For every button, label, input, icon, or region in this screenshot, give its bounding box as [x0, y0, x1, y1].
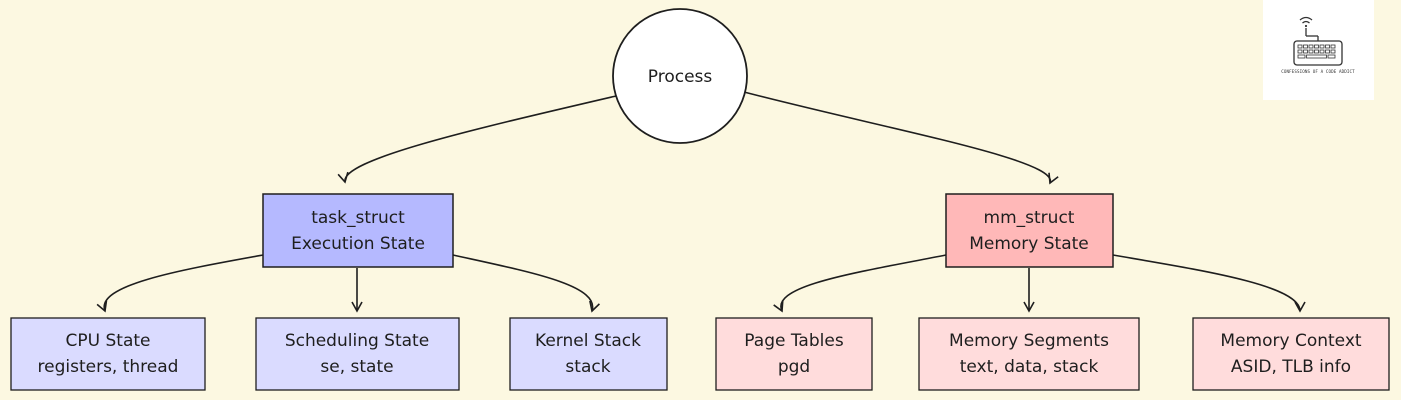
task-struct-node: task_struct Execution State	[262, 193, 454, 268]
page-tables-detail: pgd	[778, 357, 810, 377]
arrow-process-to-mm-struct	[743, 91, 1059, 185]
cpu-state-title: CPU State	[66, 331, 151, 351]
mm-struct-title: mm_struct	[984, 208, 1075, 228]
mm-struct-node: mm_struct Memory State	[945, 193, 1114, 268]
memory-context-box	[1192, 317, 1390, 391]
process-label: Process	[648, 67, 713, 87]
page-tables-box	[715, 317, 873, 391]
memory-context-title: Memory Context	[1220, 331, 1361, 351]
process-circle	[612, 8, 748, 144]
page-tables-node: Page Tables pgd	[715, 317, 873, 391]
memory-segments-node: Memory Segments text, data, stack	[918, 317, 1140, 391]
scheduling-state-node: Scheduling State se, state	[255, 317, 460, 391]
cpu-state-node: CPU State registers, thread	[10, 317, 206, 391]
arrow-process-to-task-struct	[337, 95, 617, 184]
cpu-state-detail: registers, thread	[38, 357, 179, 377]
kernel-stack-detail: stack	[565, 357, 610, 377]
scheduling-state-box	[255, 317, 460, 391]
arrow-mm-to-memory-context	[1112, 254, 1306, 313]
memory-context-node: Memory Context ASID, TLB info	[1192, 317, 1390, 391]
memory-segments-box	[918, 317, 1140, 391]
arrow-mm-to-page-tables	[773, 254, 947, 313]
memory-context-detail: ASID, TLB info	[1231, 357, 1351, 377]
logo: CONFESSIONS OF A CODE ADDICT	[1263, 0, 1374, 100]
kernel-stack-title: Kernel Stack	[535, 331, 641, 351]
keyboard-wifi-icon	[1293, 16, 1343, 66]
memory-segments-detail: text, data, stack	[960, 357, 1099, 377]
scheduling-state-detail: se, state	[320, 357, 393, 377]
memory-segments-title: Memory Segments	[949, 331, 1109, 351]
task-struct-title: task_struct	[311, 208, 405, 228]
mm-struct-box	[945, 193, 1114, 268]
task-struct-box	[262, 193, 454, 268]
kernel-stack-box	[509, 317, 668, 391]
task-struct-subtitle: Execution State	[291, 234, 425, 254]
kernel-stack-node: Kernel Stack stack	[509, 317, 668, 391]
cpu-state-box	[10, 317, 206, 391]
arrow-task-to-kernel-stack	[452, 254, 600, 313]
logo-text: CONFESSIONS OF A CODE ADDICT	[1281, 69, 1355, 74]
arrow-task-to-cpu-state	[96, 254, 264, 313]
connectors	[96, 91, 1306, 313]
mm-struct-subtitle: Memory State	[969, 234, 1089, 254]
scheduling-state-title: Scheduling State	[285, 331, 429, 351]
process-node: Process	[612, 8, 748, 144]
page-tables-title: Page Tables	[744, 331, 844, 351]
